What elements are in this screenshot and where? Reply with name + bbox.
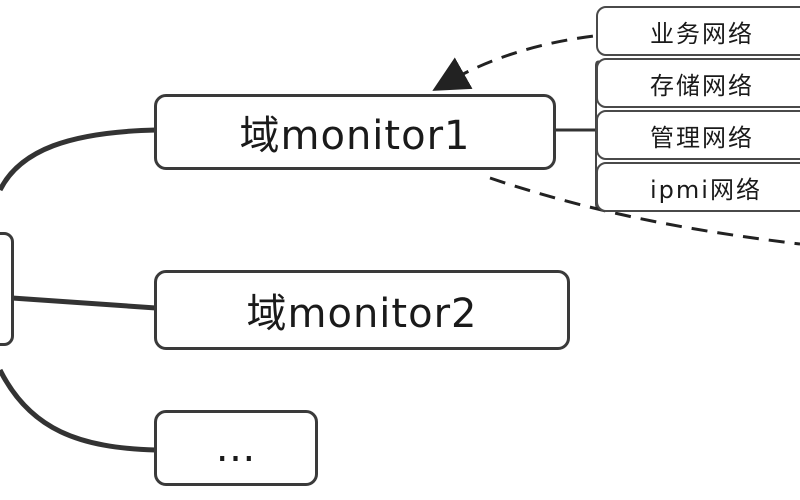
ellipsis-node: …	[154, 410, 318, 486]
network-label: 管理网络	[650, 123, 754, 152]
network-item-management: 管理网络	[596, 110, 800, 160]
network-item-ipmi: ipmi网络	[596, 162, 800, 212]
network-item-storage: 存储网络	[596, 58, 800, 108]
network-item-business: 业务网络	[596, 6, 800, 56]
monitor2-node: 域monitor2	[154, 270, 570, 350]
network-label: 业务网络	[650, 19, 754, 48]
connector-root-monitor2	[11, 295, 157, 311]
network-label: ipmi网络	[650, 175, 762, 204]
dashed-arc-bottom	[489, 176, 800, 246]
root-node	[0, 232, 14, 346]
monitor2-label: 域monitor2	[246, 291, 478, 337]
connector-root-ellipsis	[0, 368, 157, 453]
monitor1-node: 域monitor1	[154, 94, 556, 170]
monitor1-label: 域monitor1	[239, 113, 471, 159]
ellipsis-label: …	[215, 425, 257, 471]
connector-root-monitor1	[0, 127, 157, 192]
network-label: 存储网络	[650, 71, 754, 100]
